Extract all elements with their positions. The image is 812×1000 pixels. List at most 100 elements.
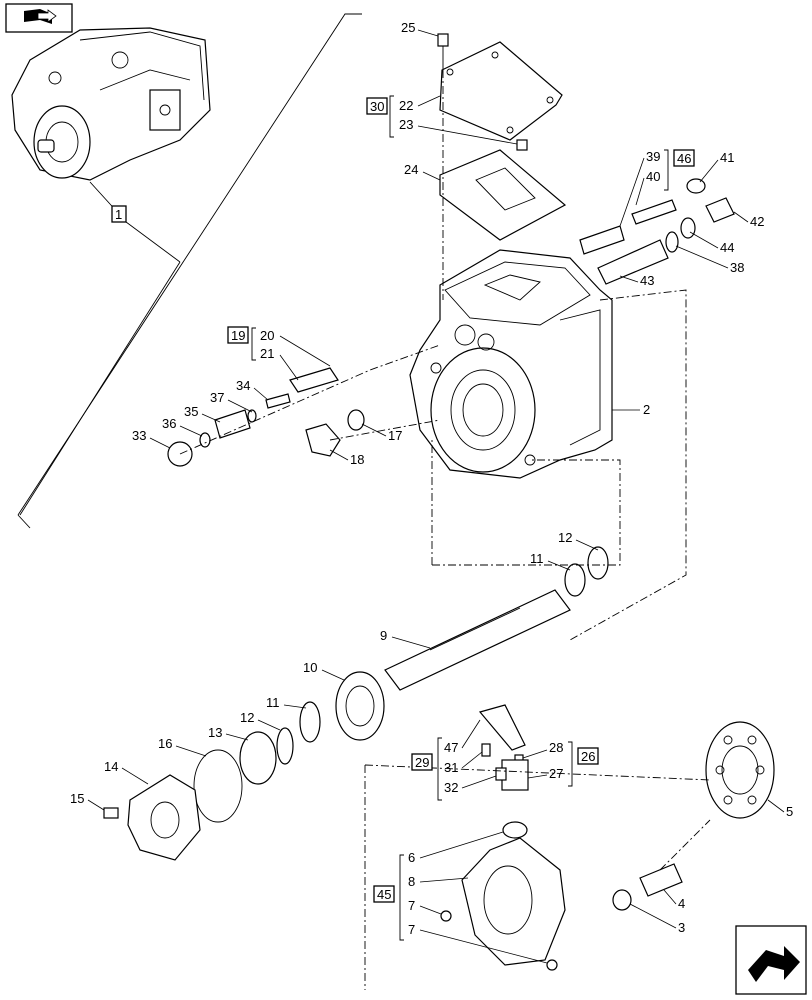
svg-text:12: 12 — [558, 530, 572, 545]
callout-11-lower: 11 — [266, 695, 307, 710]
svg-text:39: 39 — [646, 149, 660, 164]
svg-text:5: 5 — [786, 804, 793, 819]
pump-housing — [409, 249, 613, 479]
callout-36: 36 — [162, 416, 203, 437]
svg-text:2: 2 — [643, 402, 650, 417]
pin-23 — [516, 139, 528, 151]
bolt-25 — [437, 33, 449, 70]
callout-32: 32 — [444, 775, 497, 795]
valve-plate-5 — [705, 721, 775, 819]
svg-text:1: 1 — [115, 207, 122, 222]
book-arrow-icon[interactable] — [5, 3, 73, 33]
svg-text:38: 38 — [730, 260, 744, 275]
callout-3: 3 — [629, 903, 685, 935]
gasket — [439, 149, 567, 241]
svg-text:20: 20 — [260, 328, 274, 343]
cover-plate — [439, 41, 563, 141]
svg-text:28: 28 — [549, 740, 563, 755]
svg-text:40: 40 — [646, 169, 660, 184]
callout-22: 22 — [399, 95, 441, 113]
callout-42: 42 — [733, 211, 764, 229]
callout-15: 15 — [70, 791, 105, 811]
svg-text:11: 11 — [266, 695, 280, 710]
callout-5: 5 — [767, 799, 793, 819]
callout-16: 16 — [158, 736, 207, 757]
callout-12-upper: 12 — [558, 530, 599, 551]
svg-text:43: 43 — [640, 273, 654, 288]
callout-28: 28 — [522, 740, 563, 759]
callout-40: 40 — [635, 169, 660, 206]
ref-box-19[interactable]: 19 — [227, 326, 256, 361]
svg-text:22: 22 — [399, 98, 413, 113]
callout-8: 8 — [408, 874, 469, 889]
svg-text:3: 3 — [678, 920, 685, 935]
svg-text:7: 7 — [408, 922, 415, 937]
callout-10: 10 — [303, 660, 345, 681]
callout-23: 23 — [399, 117, 518, 145]
ref-box-46[interactable]: 46 — [664, 149, 695, 191]
ref-box-30[interactable]: 30 — [366, 95, 394, 138]
svg-text:37: 37 — [210, 390, 224, 405]
svg-text:10: 10 — [303, 660, 317, 675]
servo-link-group — [478, 704, 529, 791]
svg-text:29: 29 — [415, 755, 429, 770]
svg-text:23: 23 — [399, 117, 413, 132]
svg-text:31: 31 — [444, 760, 458, 775]
ref-box-45[interactable]: 45 — [373, 854, 404, 941]
svg-text:21: 21 — [260, 346, 274, 361]
left-valve-group — [167, 367, 365, 467]
cradle-assembly — [440, 821, 566, 971]
svg-text:9: 9 — [380, 628, 387, 643]
svg-text:34: 34 — [236, 378, 250, 393]
callout-33: 33 — [132, 428, 171, 449]
callout-47: 47 — [444, 719, 481, 755]
callout-31: 31 — [444, 751, 483, 775]
callout-25: 25 — [401, 20, 439, 37]
svg-text:14: 14 — [104, 759, 118, 774]
drive-shaft-assembly — [103, 546, 609, 861]
svg-text:45: 45 — [377, 887, 391, 902]
callout-44: 44 — [689, 231, 734, 255]
callout-14: 14 — [104, 759, 149, 785]
next-page-arrow-icon[interactable] — [735, 925, 807, 995]
svg-text:18: 18 — [350, 452, 364, 467]
piston-4 — [612, 863, 683, 911]
callout-34: 34 — [236, 378, 269, 401]
svg-text:47: 47 — [444, 740, 458, 755]
callout-20: 20 — [260, 328, 331, 367]
callout-2: 2 — [612, 402, 650, 417]
svg-text:11: 11 — [530, 551, 544, 566]
svg-text:16: 16 — [158, 736, 172, 751]
callout-21: 21 — [260, 346, 299, 381]
ref-box-29[interactable]: 29 — [411, 737, 442, 801]
callout-41: 41 — [699, 150, 734, 183]
callout-39: 39 — [619, 149, 660, 227]
callout-37: 37 — [210, 390, 253, 413]
svg-text:7: 7 — [408, 898, 415, 913]
svg-text:30: 30 — [370, 99, 384, 114]
callout-7-upper: 7 — [408, 898, 442, 915]
svg-text:42: 42 — [750, 214, 764, 229]
callout-35: 35 — [184, 404, 221, 423]
callout-9: 9 — [380, 628, 431, 649]
callout-13: 13 — [208, 725, 249, 741]
callout-6: 6 — [408, 831, 504, 865]
callout-43: 43 — [619, 273, 654, 288]
svg-text:25: 25 — [401, 20, 415, 35]
svg-text:24: 24 — [404, 162, 418, 177]
svg-text:17: 17 — [388, 428, 402, 443]
ref-box-1[interactable]: 1 — [111, 205, 127, 223]
callout-18: 18 — [329, 449, 364, 467]
svg-text:44: 44 — [720, 240, 734, 255]
callout-24: 24 — [404, 162, 441, 181]
callout-11-upper: 11 — [530, 551, 571, 571]
svg-text:46: 46 — [677, 151, 691, 166]
overview-leader-lines — [17, 13, 362, 529]
ref-box-26[interactable]: 26 — [568, 741, 599, 787]
callout-4: 4 — [663, 889, 685, 911]
callout-7-lower: 7 — [408, 922, 548, 964]
callout-38: 38 — [675, 245, 744, 275]
svg-text:13: 13 — [208, 725, 222, 740]
svg-text:27: 27 — [549, 766, 563, 781]
